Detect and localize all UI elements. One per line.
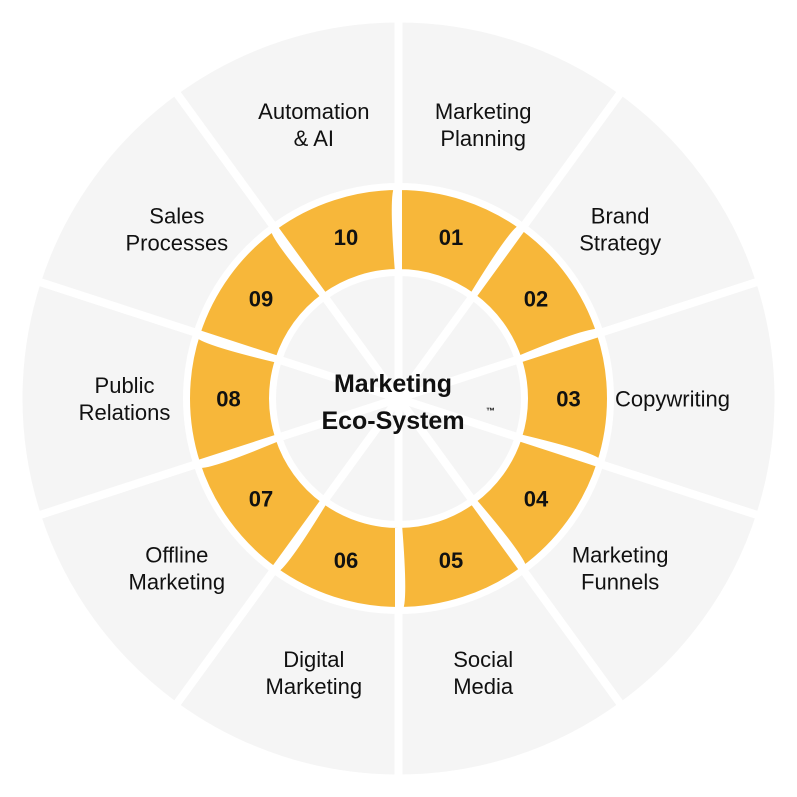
segment-label-07-line-1: Offline	[145, 542, 208, 567]
segment-label-03-line-1: Copywriting	[615, 387, 730, 412]
outer-segment-09	[33, 87, 403, 403]
segment-number-08: 08	[216, 387, 240, 412]
center-title-line1: Marketing	[334, 370, 452, 398]
center-title: Marketing Eco-System ™	[321, 370, 495, 435]
segment-label-04-line-1: Marketing	[572, 542, 669, 567]
segment-label-08-line-2: Relations	[79, 400, 171, 425]
segment-number-01: 01	[439, 225, 463, 250]
outer-segment-07	[33, 394, 403, 710]
segment-label-02-line-2: Strategy	[579, 231, 661, 256]
segment-label-08-line-1: Public	[95, 373, 155, 398]
segment-label-07-line-2: Marketing	[129, 569, 226, 594]
segment-label-09-line-1: Sales	[149, 204, 204, 229]
segment-label-03: Copywriting	[615, 387, 730, 412]
segment-label-02-line-1: Brand	[591, 204, 650, 229]
outer-segment-05	[394, 394, 626, 783]
segment-label-06-line-2: Marketing	[266, 674, 363, 699]
segment-number-10: 10	[334, 225, 358, 250]
segment-number-04: 04	[524, 486, 549, 511]
petal-10	[270, 183, 402, 301]
segment-label-09-line-2: Processes	[125, 231, 228, 256]
segment-label-01-line-1: Marketing	[435, 99, 532, 124]
segment-label-10-line-2: & AI	[294, 126, 334, 151]
trademark-symbol: ™	[486, 406, 495, 416]
segment-label-10: Automation& AI	[258, 99, 369, 151]
segment-label-10-line-1: Automation	[258, 99, 369, 124]
outer-segment-02	[394, 87, 764, 403]
segment-number-03: 03	[556, 387, 580, 412]
center-title-line2: Eco-System	[321, 407, 464, 435]
outer-segment-06	[171, 394, 403, 783]
outer-segment-01	[394, 14, 626, 403]
segment-number-05: 05	[439, 548, 463, 573]
segment-number-07: 07	[249, 486, 273, 511]
segment-label-05-line-2: Media	[453, 674, 514, 699]
segment-number-09: 09	[249, 287, 273, 312]
outer-segment-10	[171, 14, 403, 403]
segment-label-06-line-1: Digital	[283, 647, 344, 672]
segment-label-01-line-2: Planning	[440, 126, 526, 151]
segment-number-02: 02	[524, 287, 548, 312]
segment-label-04-line-2: Funnels	[581, 569, 659, 594]
segment-number-06: 06	[334, 548, 358, 573]
outer-segment-04	[394, 394, 764, 710]
segment-label-05-line-1: Social	[453, 647, 513, 672]
petal-ring: 01 02 03 04 05 06 07 08 09 10	[183, 183, 614, 614]
